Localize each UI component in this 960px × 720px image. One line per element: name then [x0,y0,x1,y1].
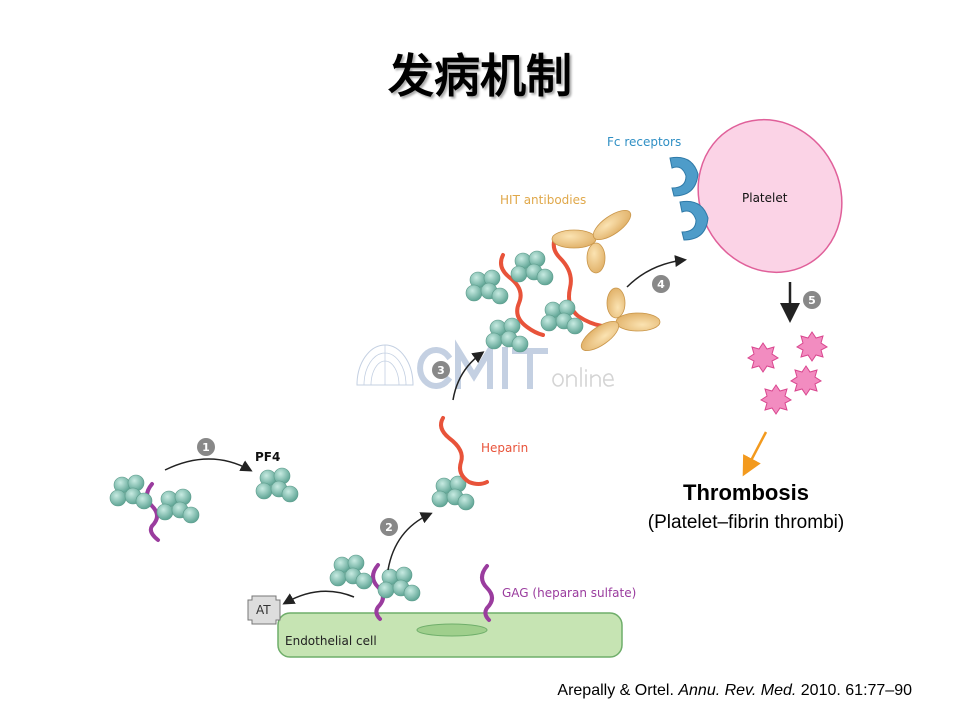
pf4-tetramer [329,554,373,590]
pf4-tetramer [510,250,554,286]
pf4-tetramer [156,488,200,524]
arrow-step-4 [626,255,687,288]
endothelial-label: Endothelial cell [285,634,377,648]
arrow-to-thrombosis [742,431,768,477]
fc-receptor [679,200,709,241]
step-3-number: 3 [437,364,445,377]
gag-chain [480,564,494,622]
step-4-badge [652,275,670,293]
heparin-chain [499,253,545,337]
step-5-number: 5 [808,294,816,307]
arrow-step-2 [387,512,433,571]
step-4-number: 4 [657,278,665,291]
activated-platelet [796,331,828,362]
step-1-number: 1 [202,441,210,454]
hit-antibodies-label: HIT antibodies [500,193,586,207]
cell-nucleus [416,623,488,637]
heparin-label: Heparin [481,441,528,455]
arrow-step-1 [164,458,253,472]
watermark-logo [356,339,615,389]
step-5-badge [803,291,821,309]
antithrombin-box: AT [247,595,281,625]
fc-receptor [669,156,699,197]
heparin-chain [551,234,604,328]
step-2-number: 2 [385,521,393,534]
slide-title: 发病机制 [388,49,572,103]
pf4-tetramer [465,269,509,305]
activated-platelet [790,365,822,396]
platelet-label: Platelet [742,191,788,205]
arrow-to-at [282,590,355,605]
pf4-tetramer [255,467,299,503]
platelet [697,118,843,274]
heparin-chain [439,416,489,486]
citation-journal: Annu. Rev. Med. [678,682,797,699]
pf4-tetramer [377,566,421,602]
thrombosis-title: Thrombosis [683,480,809,505]
pf4-label: PF4 [255,450,280,464]
activated-platelet [760,384,792,415]
arrow-step-3 [452,351,485,401]
gag-chain [145,482,160,542]
citation-ref: 2010. 61:77–90 [800,682,912,699]
step-3-badge [432,361,450,379]
at-label: AT [256,603,271,617]
step-2-badge [380,518,398,536]
step-1-badge [197,438,215,456]
thrombosis-subtitle: (Platelet–fibrin thrombi) [647,512,845,533]
gag-label: GAG (heparan sulfate) [502,586,636,600]
activated-platelet [747,342,779,373]
fc-receptors-label: Fc receptors [607,135,681,149]
citation-authors: Arepally & Ortel. [557,682,674,699]
citation: Arepally & Ortel. Annu. Rev. Med. 2010. … [557,682,912,700]
